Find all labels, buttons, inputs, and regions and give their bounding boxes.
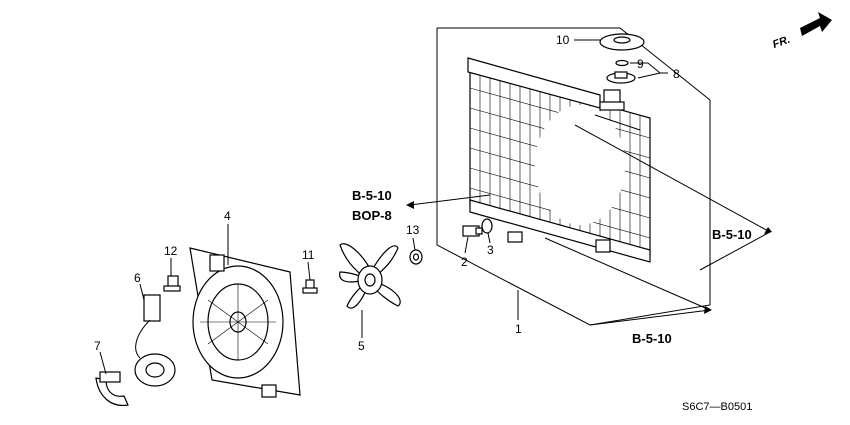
front-direction-arrow-icon xyxy=(800,12,832,36)
callout-6: 6 xyxy=(134,271,141,285)
callout-11: 11 xyxy=(302,248,315,262)
front-direction-label: FR. xyxy=(771,34,792,51)
callout-1: 1 xyxy=(515,322,522,336)
callout-8: 8 xyxy=(673,67,680,81)
reference-label-b-5-10-bottom: B-5-10 xyxy=(632,331,672,346)
callout-4: 4 xyxy=(224,209,231,223)
callout-10: 10 xyxy=(556,33,570,47)
radiator-core xyxy=(467,57,651,263)
callout-9: 9 xyxy=(637,57,644,71)
reference-label-b-5-10-top: B-5-10 xyxy=(352,188,392,203)
fasteners xyxy=(163,249,423,294)
radiator-assembly-outline xyxy=(436,27,711,326)
reference-label-bop-8: BOP-8 xyxy=(352,208,392,223)
cooling-fan xyxy=(339,243,401,309)
callout-3: 3 xyxy=(487,243,494,257)
fan-motor xyxy=(134,294,176,387)
callout-7: 7 xyxy=(94,339,101,353)
radiator-cap-parts xyxy=(599,33,645,84)
callout-2: 2 xyxy=(461,255,468,269)
reference-label-b-5-10-right: B-5-10 xyxy=(712,227,752,242)
drain-plug-parts xyxy=(462,218,493,237)
motor-cover xyxy=(95,371,129,406)
fan-shroud xyxy=(189,247,301,398)
diagram-code: S6C7—B0501 xyxy=(682,401,752,413)
callout-5: 5 xyxy=(358,339,365,353)
callout-13: 13 xyxy=(406,223,420,237)
leader-lines xyxy=(99,39,668,375)
reference-arrows xyxy=(406,124,772,326)
callout-12: 12 xyxy=(164,244,178,258)
